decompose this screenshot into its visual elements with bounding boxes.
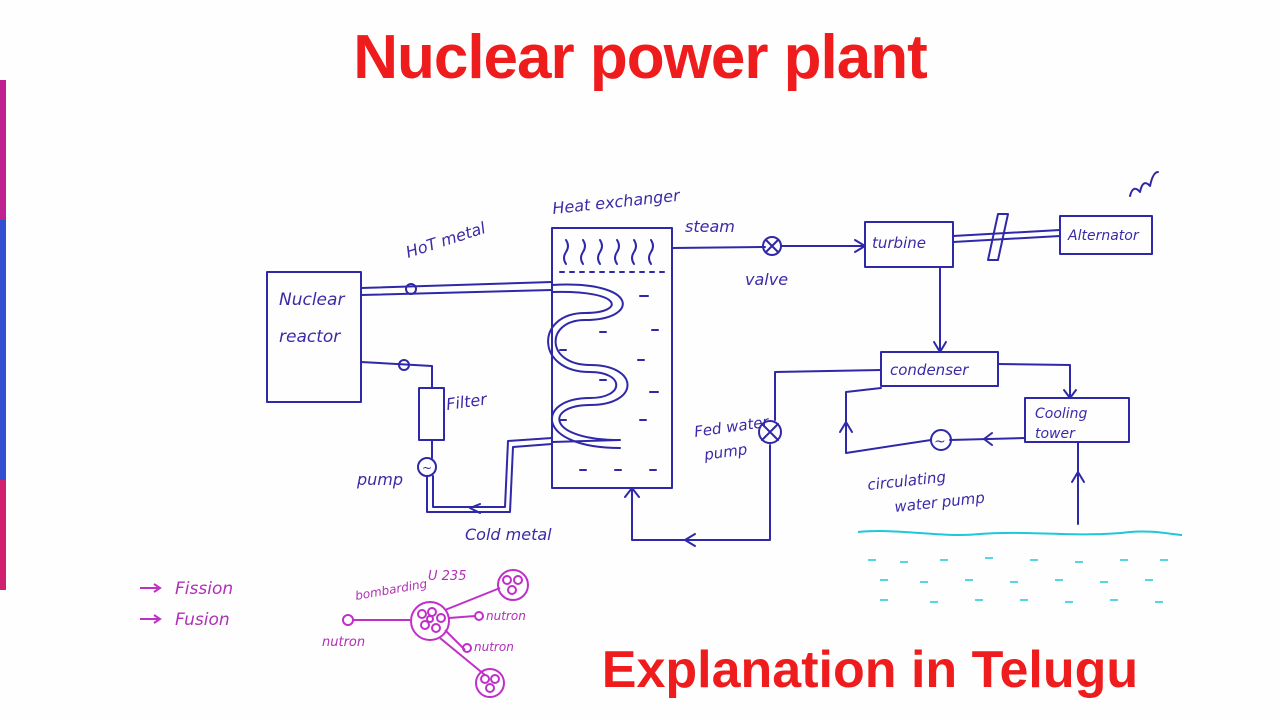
- shaft-coupling: [987, 213, 1009, 261]
- neutron-circle: [462, 643, 472, 653]
- return-pipe: [360, 361, 433, 389]
- bombarding-label: bombarding: [354, 576, 428, 602]
- sketch-detail: [431, 623, 441, 633]
- steam-pipe: [671, 246, 766, 249]
- feed-pump-cross: [761, 423, 779, 441]
- steam-wisps: [563, 239, 654, 265]
- fission-products-lines: [439, 587, 501, 676]
- circulating-pump-label: circulating: [867, 468, 947, 494]
- alternator-box: [1059, 215, 1153, 255]
- flow-arrow: [684, 533, 696, 547]
- hot-metal-label: HoT metal: [403, 218, 488, 262]
- neutron-label: nutron: [474, 640, 514, 654]
- water-dashes: [868, 557, 1168, 603]
- valve-cross: [765, 239, 779, 253]
- sketch-detail: [436, 613, 446, 623]
- subtitle: Explanation in Telugu: [601, 641, 1139, 699]
- heat-exchanger-coil: [547, 290, 621, 449]
- flow-arrow: [1071, 471, 1085, 483]
- heat-exchanger-coil: [551, 283, 629, 443]
- fragment-nucleus: [475, 668, 505, 698]
- feed-pump-label: pump: [702, 440, 748, 464]
- pump-icon: ~: [422, 461, 432, 475]
- fusion-note: Fusion: [175, 610, 230, 630]
- flow-arrow: [469, 503, 481, 514]
- neutron-circle: [474, 611, 484, 621]
- circulating-pump-label: water pump: [894, 489, 986, 516]
- turbine-label: turbine: [872, 234, 926, 252]
- heat-exchanger-label: Heat exchanger: [551, 186, 682, 218]
- condenser-label: condenser: [890, 361, 969, 379]
- water-surface: [857, 530, 1183, 536]
- sketch-detail: [426, 615, 434, 623]
- turbine-box: [864, 221, 954, 268]
- filter-box: [418, 387, 445, 441]
- page-title: Nuclear power plant: [353, 23, 928, 92]
- filter-label: Filter: [445, 389, 489, 414]
- arrow-icon: [140, 583, 162, 593]
- uranium-nucleus: [410, 601, 450, 641]
- pipe-junction: [405, 283, 417, 295]
- valve-label: valve: [745, 270, 788, 289]
- condensate-pipe: [774, 369, 882, 421]
- neutron-label: nutron: [322, 635, 365, 650]
- sketch-detail: [513, 575, 523, 585]
- sketch-detail: [417, 609, 427, 619]
- pipe-junction: [398, 359, 410, 371]
- left-edge-mark: [0, 80, 6, 220]
- neutron-label: nutron: [486, 609, 526, 623]
- pump-label: pump: [356, 470, 403, 489]
- water-dashes: [559, 295, 659, 471]
- sketch-detail: [427, 607, 437, 617]
- left-edge-mark: [0, 220, 6, 480]
- output-wire: [1129, 171, 1159, 197]
- fragment-nucleus: [497, 569, 529, 601]
- circulating-pump-icon: ~: [934, 434, 946, 450]
- u235-label: U 235: [428, 569, 466, 584]
- circulating-pipe: [845, 387, 932, 454]
- flow-arrow: [624, 487, 640, 498]
- flow-arrow: [839, 421, 853, 433]
- circulating-pipe: [949, 437, 1026, 441]
- sketch-detail: [485, 683, 495, 693]
- alternator-label: Alternator: [1067, 228, 1140, 244]
- turbine-shaft: [952, 229, 1061, 243]
- steam-label: steam: [685, 217, 735, 236]
- sketch-detail: [420, 620, 430, 630]
- sketch-detail: [502, 575, 512, 585]
- cold-metal-label: Cold metal: [465, 525, 552, 544]
- hot-metal-pipe: [360, 281, 553, 296]
- sketch-detail: [490, 674, 500, 684]
- cold-metal-pipe: [426, 437, 553, 513]
- cooling-tower-label: Cooling: [1035, 406, 1088, 422]
- flow-arrow: [983, 432, 993, 446]
- left-edge-mark: [0, 480, 6, 590]
- nuclear-reactor-box: [266, 271, 362, 403]
- neutron-circle: [342, 614, 354, 626]
- feed-pump-symbol: [758, 420, 782, 444]
- feedwater-return-pipe: [631, 444, 771, 541]
- feed-pump-label: Fed water: [693, 413, 770, 441]
- sketch-detail: [480, 674, 490, 684]
- cooling-pipe: [997, 363, 1071, 399]
- sketch-detail: [507, 585, 517, 595]
- heat-exchanger-box: [551, 227, 673, 489]
- fission-note: Fission: [175, 579, 233, 599]
- cooling-tower-label: tower: [1035, 426, 1076, 442]
- arrow-icon: [140, 614, 162, 624]
- nuclear-reactor-label: reactor: [279, 327, 341, 347]
- nuclear-reactor-label: Nuclear: [279, 290, 345, 310]
